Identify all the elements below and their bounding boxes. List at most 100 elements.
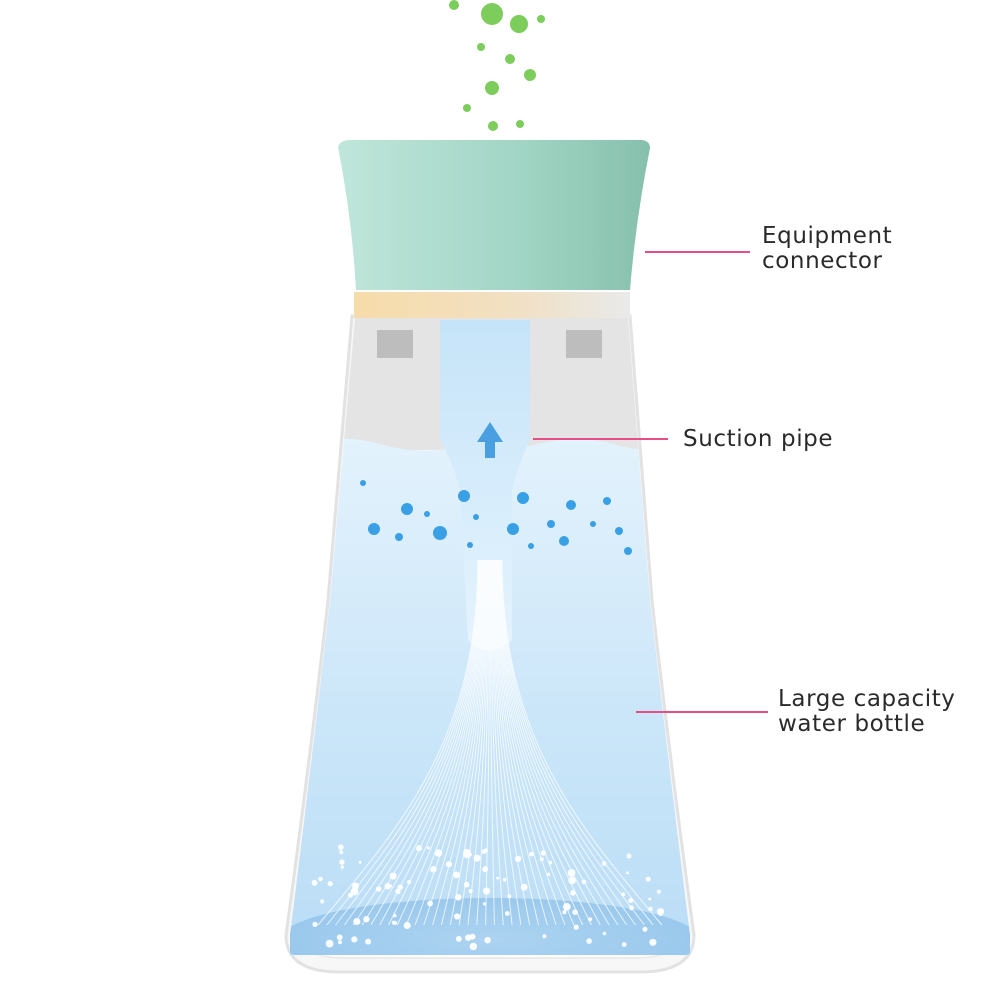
sediment-dot xyxy=(629,905,634,911)
water-fiber xyxy=(489,559,495,926)
air-bubble xyxy=(467,542,473,548)
sediment-dot xyxy=(312,921,318,928)
sediment-dot xyxy=(642,926,648,932)
water-bottle-label-line1: Large capacity xyxy=(778,686,956,712)
sediment-dot xyxy=(520,883,528,891)
water-fiber xyxy=(441,559,488,926)
water-fiber xyxy=(370,559,483,926)
sediment-dot xyxy=(327,881,333,887)
mist-dot xyxy=(537,15,545,23)
water-fiber xyxy=(491,559,513,926)
sediment-dot xyxy=(325,939,334,948)
mist-dot xyxy=(524,69,536,81)
water-fiber xyxy=(449,559,488,926)
water xyxy=(290,438,690,955)
mist-dot xyxy=(485,81,499,95)
sediment-dot xyxy=(351,936,358,943)
water-fiber xyxy=(496,559,592,926)
air-bubble xyxy=(433,526,447,540)
sediment-dot xyxy=(656,908,665,916)
air-bubble xyxy=(458,490,470,502)
water-fiber xyxy=(423,559,486,926)
sediment-dot xyxy=(339,859,345,865)
sediment-dot xyxy=(363,916,370,923)
air-bubble xyxy=(590,521,596,527)
air-bubble xyxy=(368,523,380,535)
sediment-dot xyxy=(602,931,607,936)
sediment-dot xyxy=(484,937,491,944)
water-fiber xyxy=(405,559,485,926)
sediment-dot xyxy=(540,850,547,856)
sediment-dot xyxy=(391,920,397,925)
sediment-dot xyxy=(581,879,587,885)
sediment-dot xyxy=(588,917,593,922)
sediment-dot xyxy=(572,909,578,915)
sediment-dot xyxy=(320,899,325,904)
air-bubble xyxy=(401,503,413,515)
mist-dot xyxy=(477,43,485,51)
sediment-dot xyxy=(445,861,452,868)
sediment-dot xyxy=(586,938,592,944)
air-bubble xyxy=(424,511,430,517)
air-bubble xyxy=(517,492,529,504)
mist-particles xyxy=(449,0,545,131)
air-bubble xyxy=(547,520,555,528)
housing-tab-left xyxy=(377,330,413,358)
sediment-dot xyxy=(434,849,443,857)
sediment-dot xyxy=(507,894,512,899)
sediment-dot xyxy=(426,846,430,850)
water-fiber xyxy=(494,559,557,926)
sediment-dot xyxy=(375,886,382,892)
sediment-dot xyxy=(658,912,663,916)
air-bubble xyxy=(395,533,403,541)
air-bubble xyxy=(507,523,519,535)
sediment-dot xyxy=(542,934,547,939)
air-bubble xyxy=(528,543,534,549)
sediment-dot xyxy=(628,898,634,903)
water-fiber xyxy=(458,559,489,926)
sediment-dot xyxy=(403,921,411,930)
equipment-connector-label: Equipment connector xyxy=(762,224,892,274)
sediment-dots xyxy=(311,844,665,951)
sediment-dot xyxy=(454,913,461,920)
water-fiber xyxy=(494,559,566,926)
sediment-dot xyxy=(548,860,553,865)
suction-pipe xyxy=(440,320,530,650)
water-fiber xyxy=(498,559,619,926)
sediment-dot xyxy=(453,871,460,879)
sediment-dot xyxy=(353,917,361,926)
water-fiber xyxy=(495,559,575,926)
mist-dot xyxy=(516,120,524,128)
sediment-dot xyxy=(389,872,397,880)
sediment-dot xyxy=(338,940,342,945)
water-fiber xyxy=(335,559,480,926)
sediment-dot xyxy=(539,857,544,862)
air-bubble xyxy=(559,536,569,546)
water-fiber xyxy=(485,559,491,926)
up-arrow-icon xyxy=(477,422,503,458)
water-fiber xyxy=(388,559,484,926)
sediment-dot xyxy=(481,849,487,854)
water-fiber xyxy=(500,559,645,926)
sediment-dot xyxy=(496,876,500,880)
mist-dot xyxy=(481,3,503,25)
air-bubble xyxy=(615,527,623,535)
sediment-dot xyxy=(656,889,661,894)
sediment-dot xyxy=(502,877,507,882)
sediment-dot xyxy=(465,934,472,941)
sediment-dot xyxy=(482,902,487,906)
mist-dot xyxy=(463,104,471,112)
mist-dot xyxy=(505,54,515,64)
sediment-dot xyxy=(311,879,318,886)
sediment-dot xyxy=(504,911,510,916)
suction-pipe-label-line1: Suction pipe xyxy=(683,426,834,452)
sediment-dot xyxy=(365,938,372,945)
sediment-dot xyxy=(358,860,362,864)
water-fiber xyxy=(490,559,504,926)
seal-band xyxy=(354,292,630,318)
water-fiber xyxy=(499,559,628,926)
air-bubble xyxy=(360,480,366,486)
sediment-dot xyxy=(469,942,478,951)
sediment-dot xyxy=(427,900,433,907)
